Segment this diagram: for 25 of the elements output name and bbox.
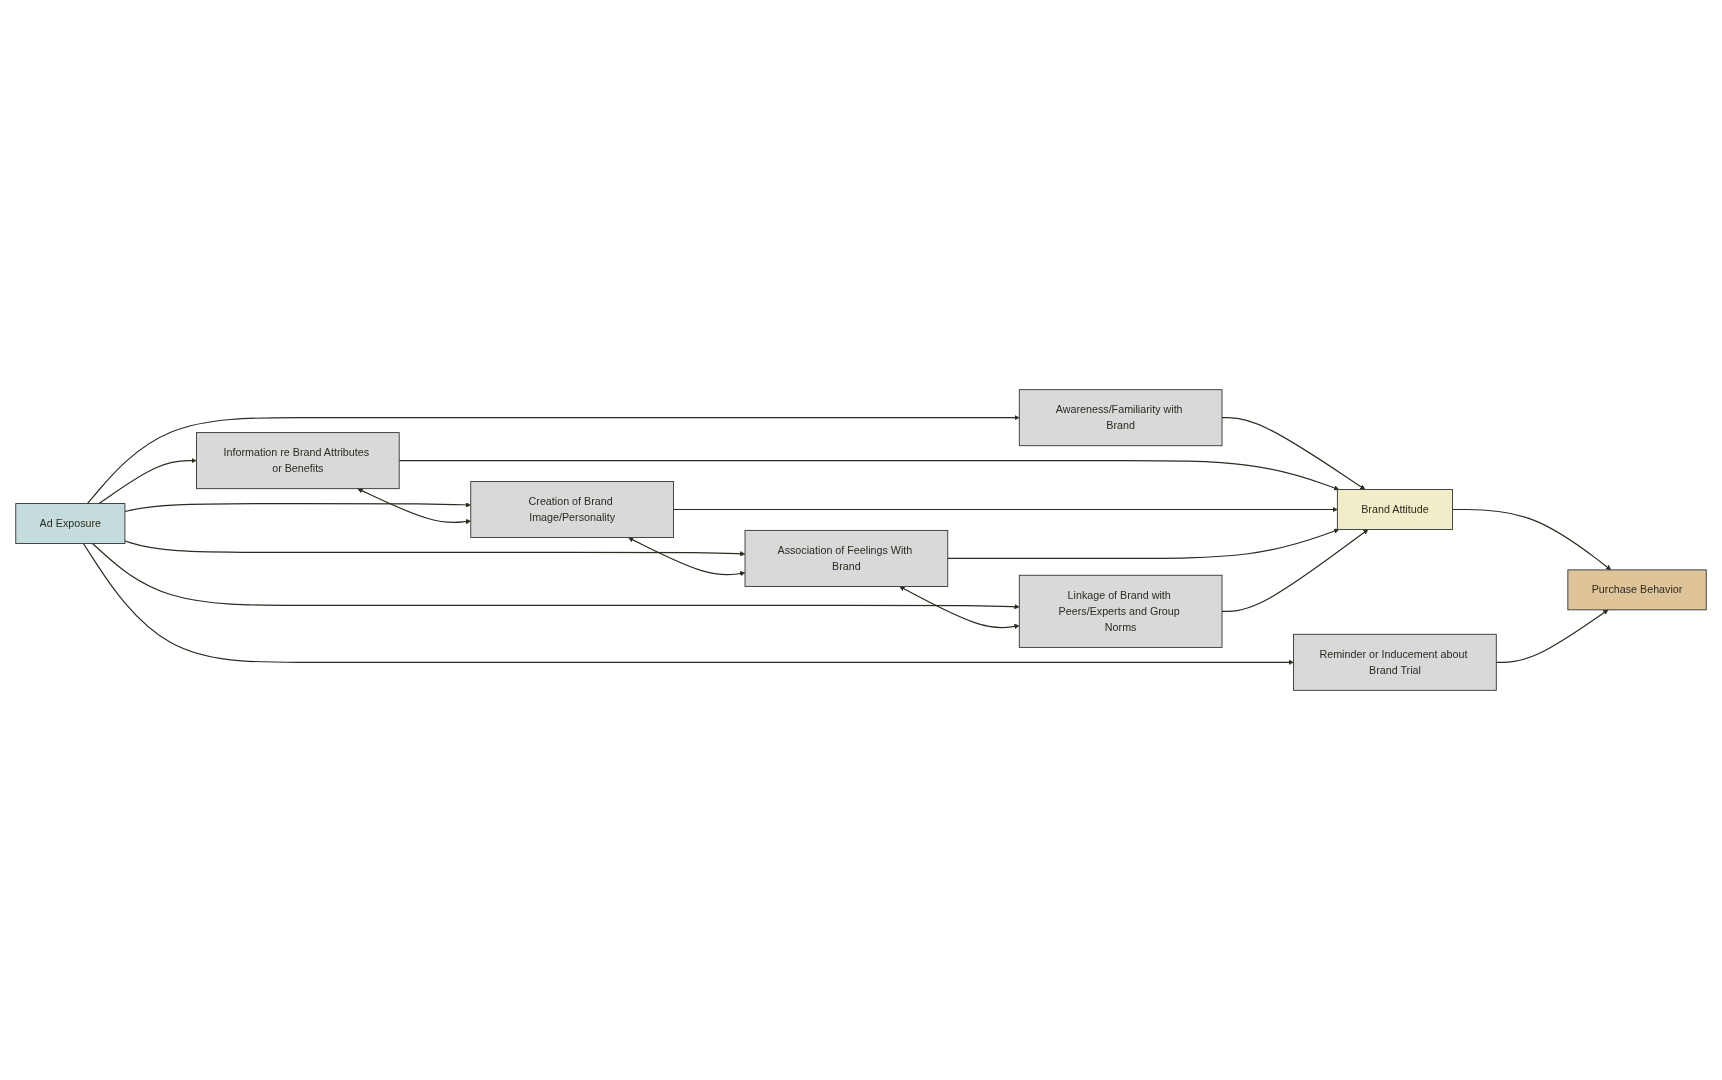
arrow — [86, 415, 1020, 505]
arrow — [124, 502, 471, 513]
node-box: Association of Feelings With Brand — [744, 529, 949, 587]
arrow — [91, 542, 1020, 610]
arrow — [899, 586, 1020, 630]
arrow — [82, 542, 1294, 665]
arrow — [124, 540, 746, 557]
arrow — [628, 537, 746, 577]
node-box: Creation of Brand Image/Personality — [470, 481, 674, 538]
arrow — [1451, 508, 1612, 571]
node-box: Awareness/Familiarity with Brand — [1018, 389, 1223, 447]
arrow — [98, 458, 197, 505]
node-box: Ad Exposure — [15, 503, 126, 544]
arrow — [947, 528, 1340, 559]
arrow — [1495, 609, 1609, 663]
arrow — [1221, 417, 1366, 490]
arrow — [357, 488, 471, 525]
arrow — [1221, 529, 1369, 612]
node-box: Brand Attitude — [1336, 489, 1453, 530]
node-box: Purchase Behavior — [1567, 569, 1707, 611]
node-box: Information re Brand Attributes or Benefits — [196, 432, 400, 490]
arrow — [398, 460, 1340, 491]
arrow — [672, 506, 1338, 513]
node-box: Reminder or Inducement about Brand Trial — [1293, 633, 1497, 691]
node-box: Linkage of Brand with Peers/Experts and Group Norms — [1018, 574, 1223, 648]
